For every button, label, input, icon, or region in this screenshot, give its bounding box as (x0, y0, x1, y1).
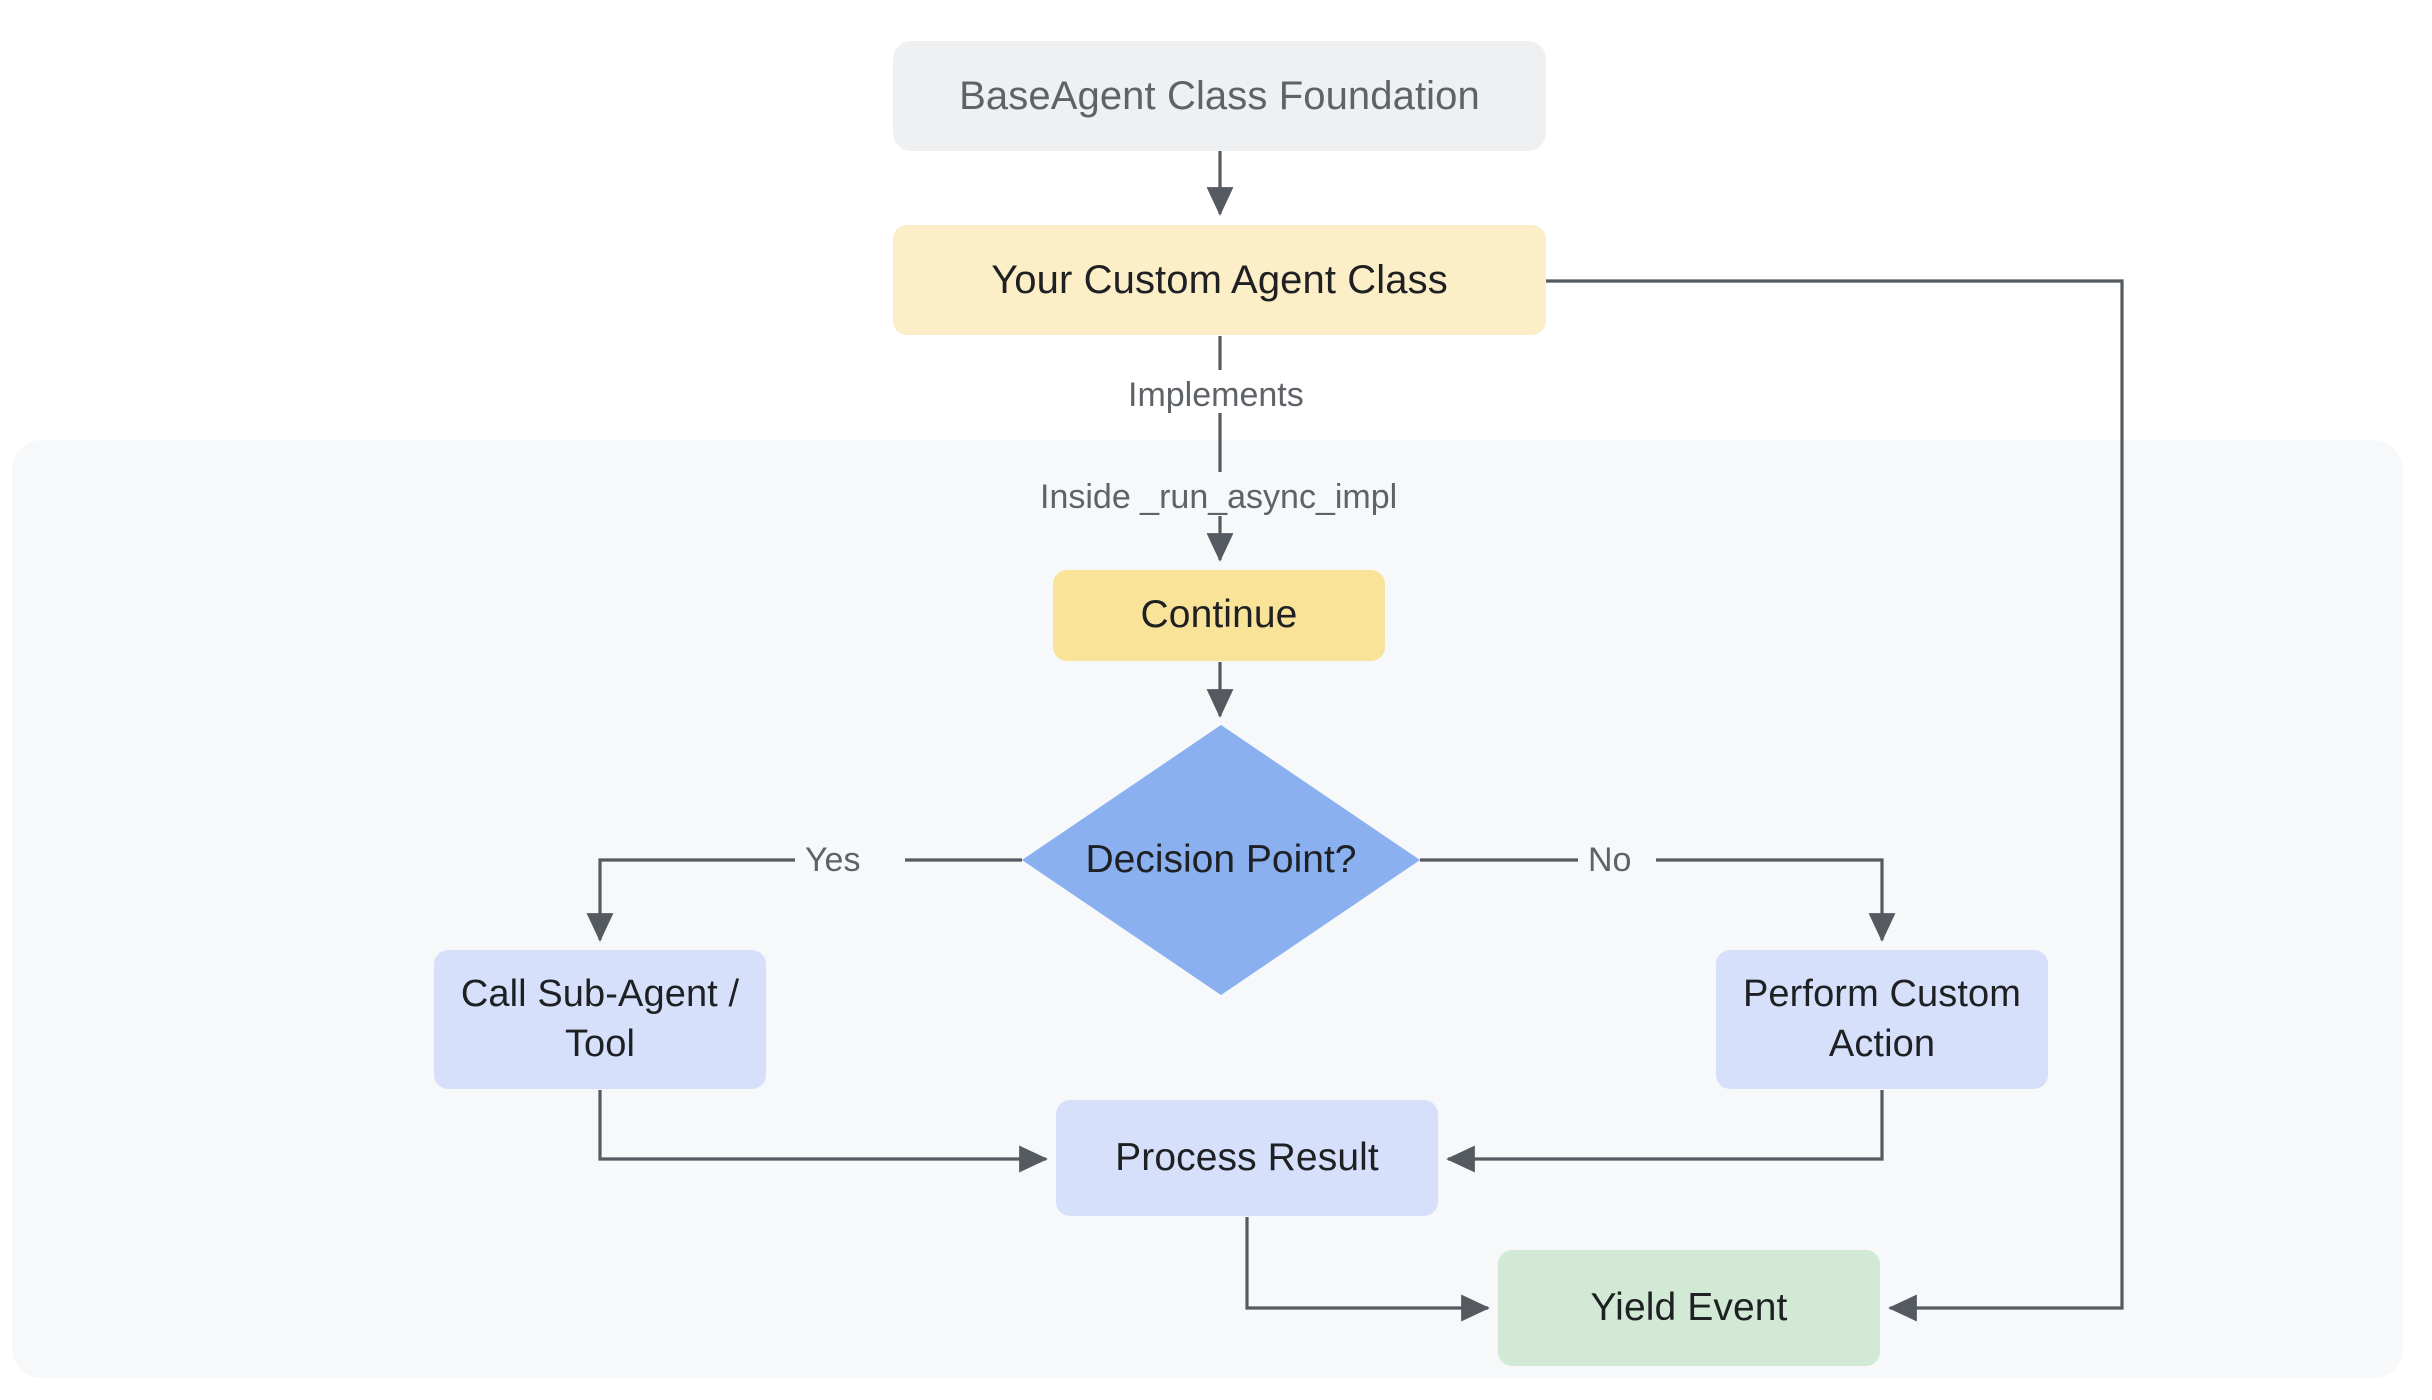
node-custom-agent[interactable]: Your Custom Agent Class (893, 225, 1546, 335)
node-base-agent-label: BaseAgent Class Foundation (959, 74, 1480, 118)
edge-label-yes: Yes (805, 841, 861, 879)
edge-label-no: No (1588, 841, 1632, 879)
node-call-sub-agent-tool[interactable]: Call Sub-Agent / Tool (434, 950, 766, 1089)
edge-label-implements: Implements (1128, 376, 1304, 414)
node-yield-event[interactable]: Yield Event (1498, 1250, 1880, 1366)
node-continue[interactable]: Continue (1053, 570, 1385, 661)
node-perform-custom-action[interactable]: Perform Custom Action (1716, 950, 2048, 1089)
node-custom-agent-label: Your Custom Agent Class (991, 258, 1448, 302)
node-decision-point-label: Decision Point? (1085, 837, 1357, 881)
edge-label-inside-run-async-impl: Inside _run_async_impl (1040, 478, 1398, 516)
node-process-result-label: Process Result (1115, 1135, 1379, 1179)
node-perform-custom-action-label: Perform Custom Action (1742, 973, 2021, 1065)
node-call-sub-agent-tool-label: Call Sub-Agent / Tool (460, 973, 740, 1065)
node-decision-point[interactable]: Decision Point? (1022, 725, 1420, 995)
node-base-agent[interactable]: BaseAgent Class Foundation (893, 41, 1546, 151)
node-continue-label: Continue (1140, 593, 1298, 637)
node-process-result[interactable]: Process Result (1056, 1100, 1438, 1216)
node-yield-event-label: Yield Event (1590, 1285, 1788, 1329)
